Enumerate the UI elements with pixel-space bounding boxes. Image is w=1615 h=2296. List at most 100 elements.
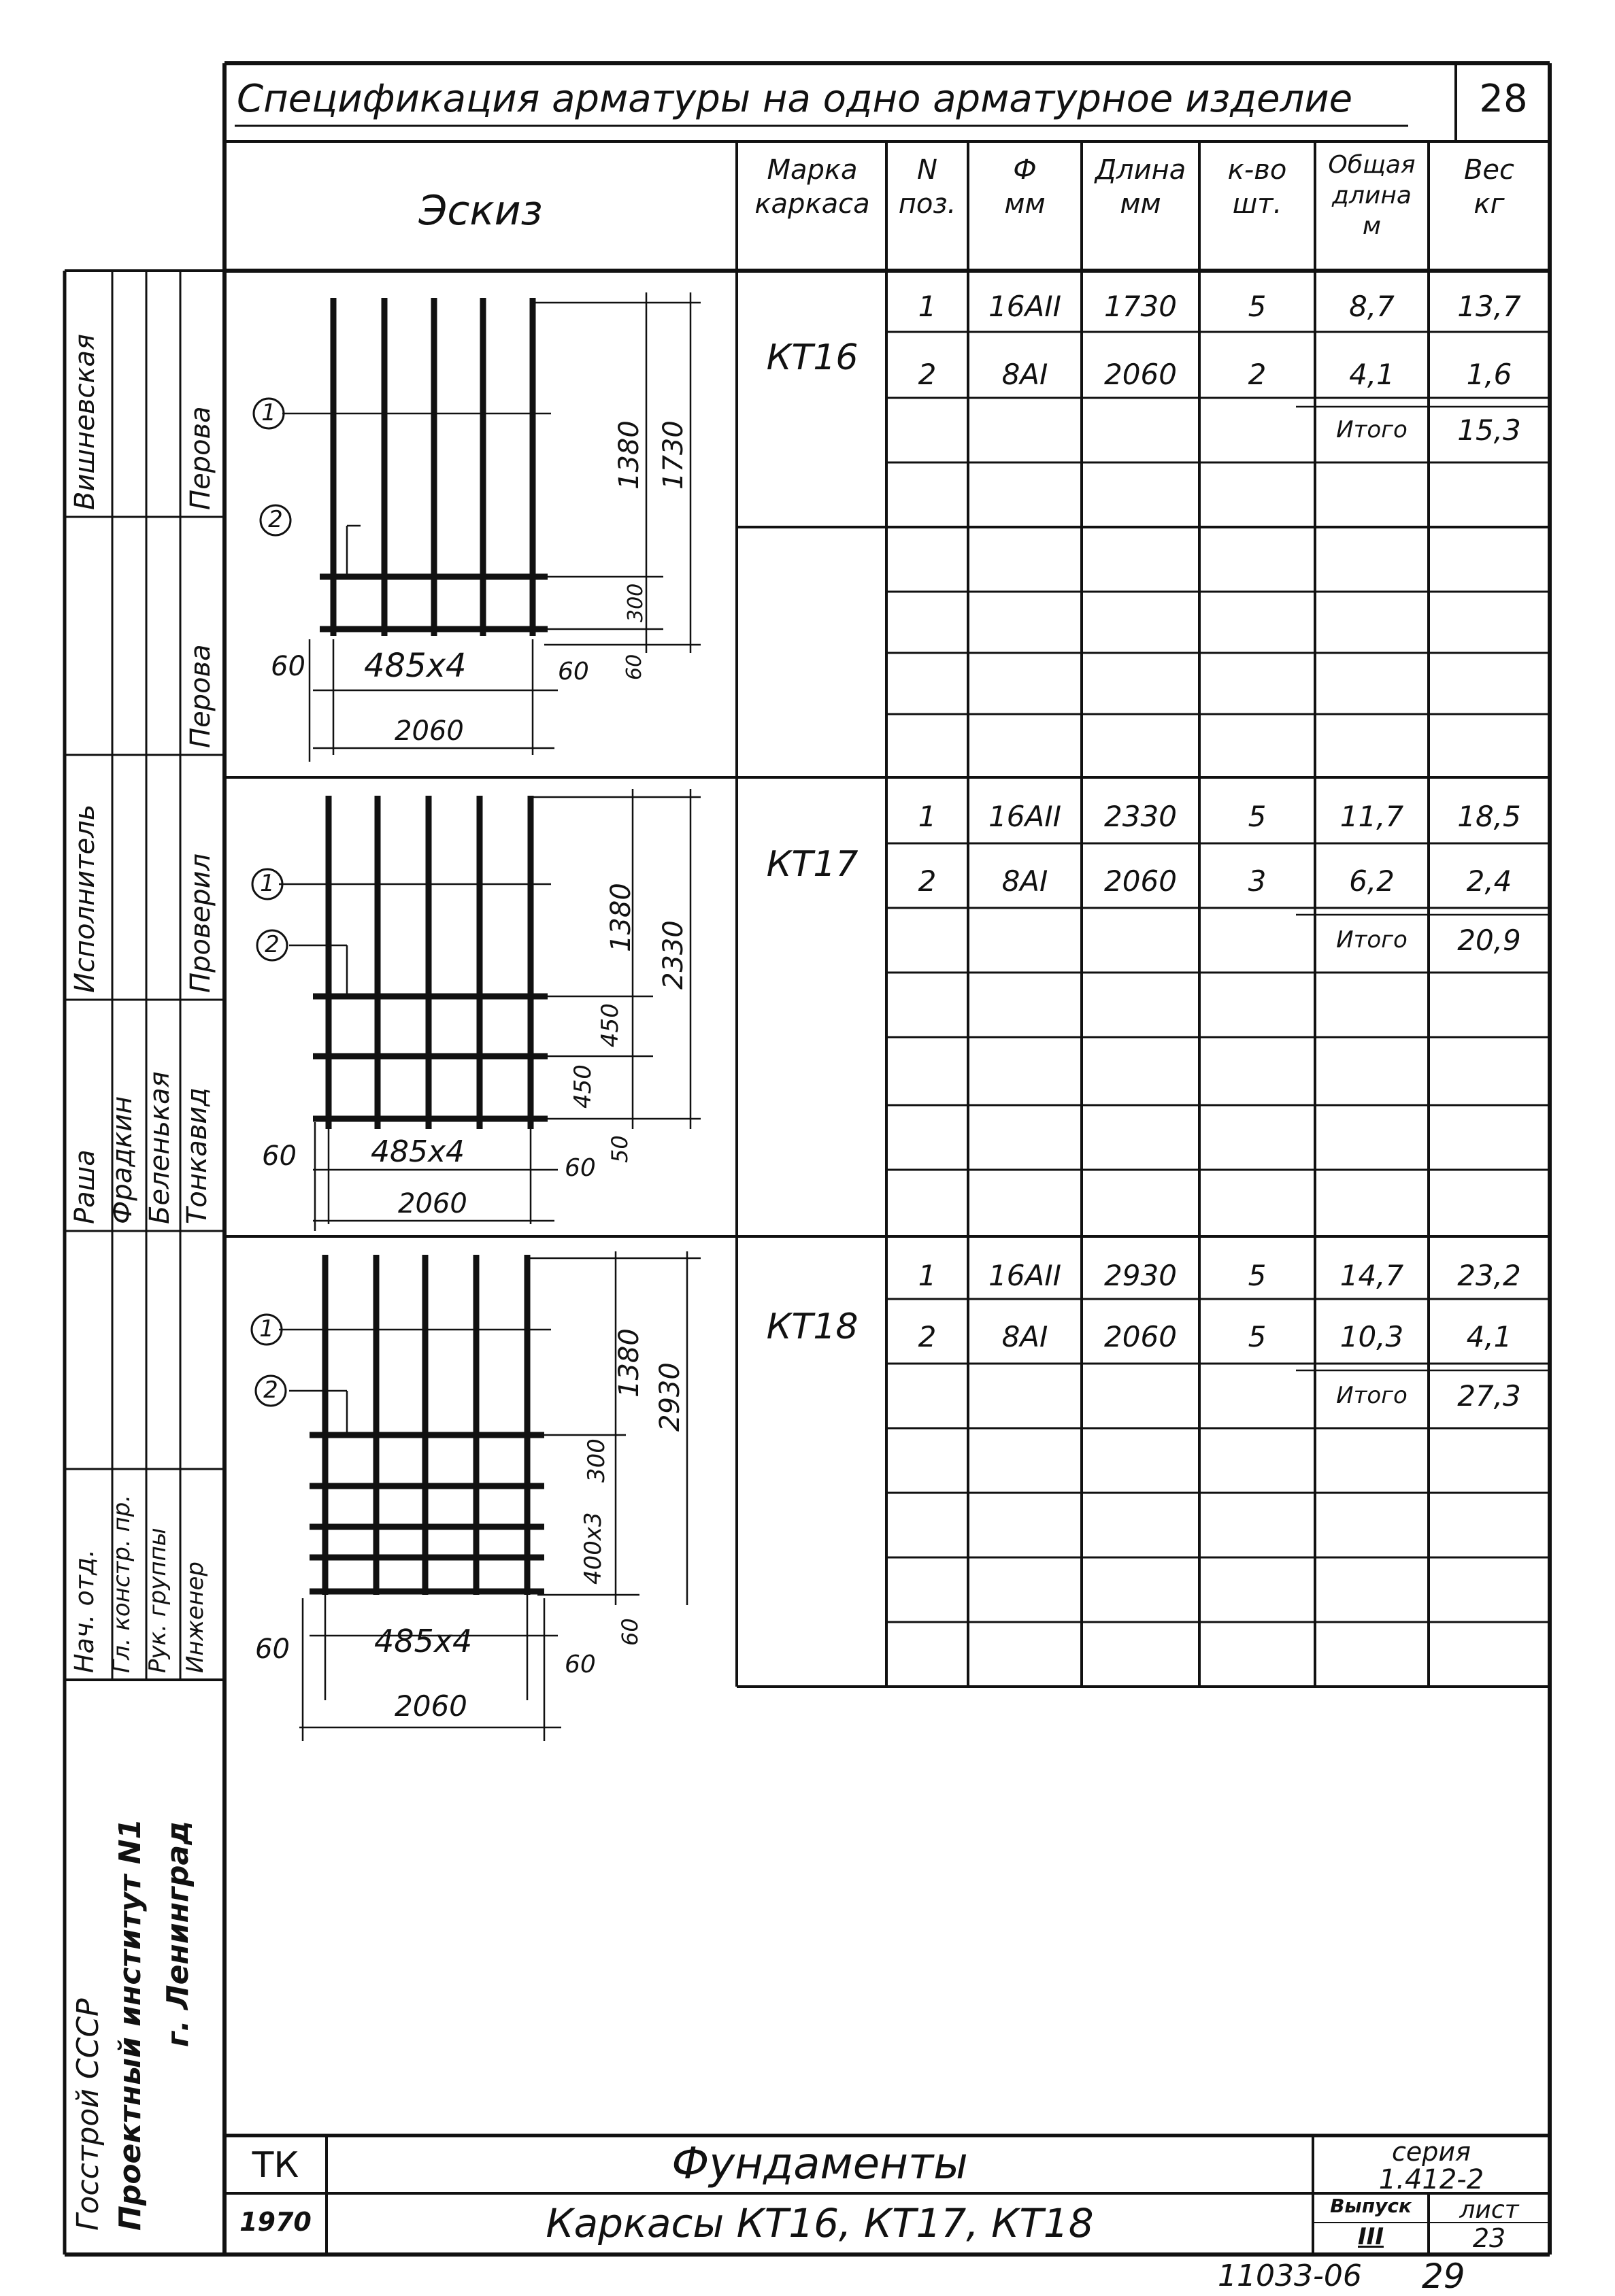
dim-label: 400x3 xyxy=(580,1512,607,1585)
dim-label: 60 xyxy=(565,1154,596,1182)
marker-2: 2 xyxy=(268,506,283,533)
row-weight: 4,1 xyxy=(1466,1320,1512,1353)
row-total: 10,3 xyxy=(1339,1320,1404,1353)
dim-label: 485x4 xyxy=(364,647,467,685)
stamp-role: Исполнитель xyxy=(69,804,101,993)
row-weight: 23,2 xyxy=(1457,1259,1521,1292)
marker-1: 1 xyxy=(259,1315,274,1343)
sum-label: Итого xyxy=(1336,1382,1408,1409)
dim-label: 450 xyxy=(597,1003,624,1047)
sketch-kt17 xyxy=(251,789,701,1231)
row-len: 1730 xyxy=(1104,290,1177,323)
stamp-name: Перова xyxy=(185,406,216,510)
dim-label: 450 xyxy=(569,1064,597,1109)
series-label: серия xyxy=(1392,2137,1471,2167)
sketch-kt16 xyxy=(252,292,701,762)
col-qty-1: к-во xyxy=(1227,154,1287,186)
sheet-name: Каркасы КТ16, КТ17, КТ18 xyxy=(546,2200,1094,2246)
row-qty: 5 xyxy=(1248,800,1267,833)
dim-label: 2060 xyxy=(398,1188,467,1219)
marker-2: 2 xyxy=(263,1377,278,1404)
row-qty: 3 xyxy=(1248,864,1267,898)
inventory-number: 11033-06 xyxy=(1218,2259,1362,2293)
dim-label: 300 xyxy=(624,583,648,622)
row-qty: 5 xyxy=(1248,1320,1267,1353)
stamp-name: Раша xyxy=(69,1149,101,1224)
col-sketch: Эскиз xyxy=(418,187,543,235)
row-total: 14,7 xyxy=(1339,1259,1404,1292)
col-dia-1: Ф xyxy=(1013,154,1037,186)
sum-value: 15,3 xyxy=(1457,413,1521,447)
sketch-kt18 xyxy=(250,1251,701,1741)
row-pos: 1 xyxy=(918,290,937,323)
dim-label: 60 xyxy=(617,1618,643,1646)
dim-label: 60 xyxy=(262,1141,297,1172)
row-len: 2930 xyxy=(1104,1259,1177,1292)
row-weight: 13,7 xyxy=(1457,290,1521,323)
col-pos-2: поз. xyxy=(898,188,956,220)
marker-1: 1 xyxy=(261,399,276,426)
section-title: Фундаменты xyxy=(671,2139,968,2189)
dim-label: 2060 xyxy=(395,715,464,747)
dim-label: 1380 xyxy=(605,883,637,952)
col-total-1: Общая xyxy=(1328,151,1416,179)
sheet-label: лист xyxy=(1459,2196,1519,2224)
sheet-value: 23 xyxy=(1472,2223,1506,2253)
dim-label: 1380 xyxy=(614,420,645,490)
row-dia: 8АI xyxy=(1001,1320,1048,1353)
sum-label: Итого xyxy=(1336,926,1408,953)
year: 1970 xyxy=(239,2207,312,2237)
row-len: 2060 xyxy=(1104,864,1177,898)
frame-mark: КТ17 xyxy=(766,844,859,885)
row-dia: 8АI xyxy=(1001,358,1048,391)
row-total: 11,7 xyxy=(1339,800,1404,833)
stamp-name: Фрадкин xyxy=(107,1096,138,1224)
row-total: 8,7 xyxy=(1349,290,1395,323)
row-qty: 5 xyxy=(1248,1259,1267,1292)
dim-label: 50 xyxy=(607,1135,633,1163)
series-value: 1.412-2 xyxy=(1378,2164,1484,2195)
dim-label: 2930 xyxy=(654,1362,686,1432)
row-pos: 1 xyxy=(918,1259,937,1292)
stamp-org: Госстрой СССР xyxy=(71,1998,105,2231)
col-weight-2: кг xyxy=(1474,188,1505,220)
col-weight-1: Вес xyxy=(1463,154,1515,186)
row-dia: 16АII xyxy=(988,800,1061,833)
row-len: 2060 xyxy=(1104,358,1177,391)
row-qty: 2 xyxy=(1248,358,1267,391)
col-pos-1: N xyxy=(917,154,937,186)
col-len-1: Длина xyxy=(1095,154,1186,186)
row-weight: 1,6 xyxy=(1466,358,1512,391)
dim-label: 60 xyxy=(271,651,305,682)
row-len: 2330 xyxy=(1104,800,1177,833)
sheet-number: 28 xyxy=(1479,77,1528,121)
page-number: 29 xyxy=(1422,2257,1465,2296)
stamp-name: Тонкавид xyxy=(182,1087,213,1224)
row-pos: 2 xyxy=(918,358,937,391)
dim-label: 60 xyxy=(622,654,646,680)
row-pos: 2 xyxy=(918,864,937,898)
col-qty-2: шт. xyxy=(1232,188,1282,220)
col-total-2: длина xyxy=(1332,182,1412,209)
row-total: 6,2 xyxy=(1349,864,1395,898)
marker-1: 1 xyxy=(260,870,275,897)
row-weight: 18,5 xyxy=(1457,800,1521,833)
stamp-role: Гл. констр. пр. xyxy=(108,1494,135,1673)
col-total-3: м xyxy=(1362,212,1382,240)
row-dia: 16АII xyxy=(988,290,1061,323)
dim-label: 300 xyxy=(583,1438,610,1483)
col-mark-2: каркаса xyxy=(754,188,870,220)
frame-mark: КТ18 xyxy=(766,1306,859,1347)
stamp-role: Рук. группы xyxy=(144,1527,171,1673)
frame-mark: КТ16 xyxy=(766,337,859,378)
row-pos: 2 xyxy=(918,1320,937,1353)
col-len-2: мм xyxy=(1120,188,1161,220)
stamp-name: Перова xyxy=(185,644,216,748)
stamp-name: Беленькая xyxy=(144,1071,176,1224)
row-qty: 5 xyxy=(1248,290,1267,323)
issue-label: Выпуск xyxy=(1330,2195,1412,2217)
row-pos: 1 xyxy=(918,800,937,833)
stamp-name: Вишневская xyxy=(69,333,101,510)
dim-label: 60 xyxy=(255,1634,290,1665)
row-dia: 16АII xyxy=(988,1259,1061,1292)
